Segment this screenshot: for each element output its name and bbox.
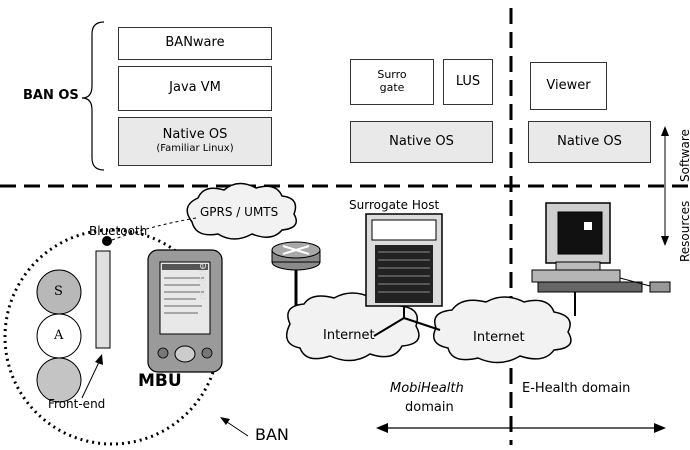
native-os-surrogate-label: Native OS: [389, 133, 454, 149]
sensor-a-label: A: [54, 328, 64, 343]
sensor-blank: [36, 357, 82, 403]
lus-label: LUS: [455, 73, 481, 89]
mobihealth-domain-name: MobiHealth: [390, 381, 464, 396]
native-os-ban-box: Native OS (Familiar Linux): [118, 117, 272, 166]
java-vm-label: Java VM: [169, 80, 221, 96]
surrogate-label-line1: Surro: [377, 68, 407, 82]
native-os-viewer-label: Native OS: [557, 133, 622, 149]
front-end-label: Front-end: [48, 397, 106, 411]
java-vm-box: Java VM: [118, 66, 272, 111]
ehealth-domain-label: E-Health domain: [522, 381, 631, 396]
ban-os-brace: [81, 21, 105, 171]
native-os-ban-label: Native OS: [162, 127, 228, 143]
surrogate-host-computer: [365, 213, 443, 337]
internet-cloud-left: [285, 292, 420, 362]
viewer-workstation: [531, 202, 671, 316]
native-os-ban-sublabel: (Familiar Linux): [156, 143, 234, 155]
gprs-cloud: [186, 182, 297, 240]
native-os-viewer-box: Native OS: [528, 121, 651, 163]
internet-left-label: Internet: [323, 328, 375, 343]
ban-label: BAN: [255, 425, 289, 444]
router-device: [271, 241, 321, 318]
native-os-surrogate-box: Native OS: [350, 121, 493, 163]
ban-os-label: BAN OS: [23, 88, 79, 103]
pda-device: [147, 249, 223, 373]
internet-right-label: Internet: [473, 330, 525, 345]
bluetooth-label: Bluetooth: [89, 224, 148, 238]
internet-cloud-right: [433, 296, 572, 364]
front-end-box: [95, 250, 111, 349]
banware-box: BANware: [118, 27, 272, 60]
mbu-label: MBU: [138, 371, 182, 391]
banware-label: BANware: [165, 35, 225, 51]
surrogate-label-line2: gate: [379, 81, 405, 94]
pda-brand-label: mobile: [196, 262, 209, 300]
resources-axis-label: Resources: [678, 200, 690, 262]
viewer-box: Viewer: [530, 62, 607, 110]
viewer-label: Viewer: [546, 77, 591, 93]
surrogate-box: Surro gate: [350, 59, 434, 105]
software-axis-label: Software: [678, 129, 690, 182]
lus-box: LUS: [443, 59, 493, 105]
sensor-s-label: S: [54, 284, 63, 299]
mobihealth-domain-suffix: domain: [405, 400, 454, 415]
gprs-umts-label: GPRS / UMTS: [200, 205, 279, 219]
surrogate-host-label: Surrogate Host: [349, 198, 440, 212]
